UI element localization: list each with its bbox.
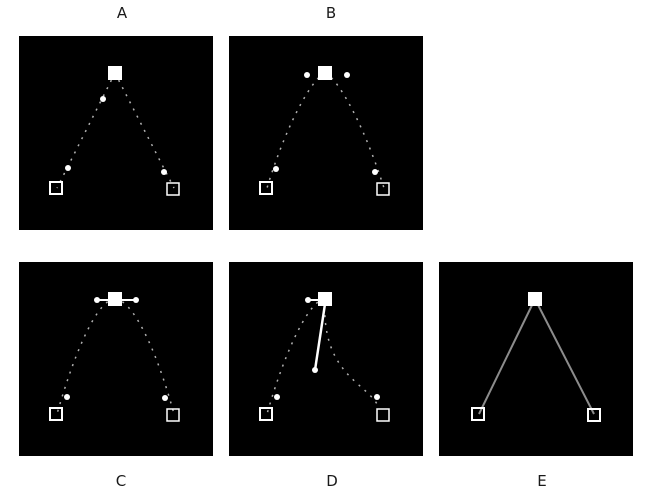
anchor-point-start[interactable]: [259, 181, 273, 195]
handle-dot[interactable]: [162, 395, 168, 401]
path-segment-right: [114, 72, 175, 189]
panel-d: [229, 262, 423, 456]
dragged-handle-dot[interactable]: [312, 367, 318, 373]
anchor-point-selected[interactable]: [108, 66, 122, 80]
handle-dot[interactable]: [65, 165, 71, 171]
panel-label-c: C: [115, 472, 127, 490]
path-segment-left: [56, 72, 116, 189]
anchor-point-selected[interactable]: [318, 66, 332, 80]
path-segment-right: [534, 298, 595, 415]
handle-dot-right[interactable]: [133, 297, 139, 303]
handle-dot[interactable]: [274, 394, 280, 400]
panel-label-a: A: [116, 4, 128, 22]
anchor-point-start[interactable]: [471, 407, 485, 421]
panel-label-e: E: [537, 472, 547, 490]
path-curve-right-bent: [324, 298, 378, 405]
panel-label-d: D: [326, 472, 338, 490]
anchor-point-start[interactable]: [49, 407, 63, 421]
anchor-point-start[interactable]: [259, 407, 273, 421]
handle-dot[interactable]: [161, 169, 167, 175]
handle-dot[interactable]: [64, 394, 70, 400]
handle-dot[interactable]: [372, 169, 378, 175]
anchor-point-end[interactable]: [587, 408, 601, 422]
anchor-point-selected[interactable]: [318, 292, 332, 306]
handle-dot-right[interactable]: [344, 72, 350, 78]
path-curve-left: [266, 72, 326, 189]
anchor-point-start[interactable]: [49, 181, 63, 195]
anchor-point-end[interactable]: [166, 408, 180, 422]
anchor-point-selected[interactable]: [108, 292, 122, 306]
panel-b: [229, 36, 423, 230]
handle-dot[interactable]: [100, 96, 106, 102]
path-curve-right: [324, 72, 385, 189]
anchor-point-end[interactable]: [166, 182, 180, 196]
path-diagram-b: [259, 66, 390, 196]
path-diagram-d: [259, 292, 390, 422]
handle-dot[interactable]: [374, 394, 380, 400]
path-diagram-c: [49, 292, 180, 422]
panel-label-b: B: [325, 4, 337, 22]
dragged-direction-handle: [313, 303, 327, 371]
path-diagram-e: [471, 292, 601, 422]
handle-dot-left[interactable]: [305, 297, 311, 303]
panel-a: [19, 36, 213, 230]
panel-c: [19, 262, 213, 456]
handle-dot-left[interactable]: [304, 72, 310, 78]
anchor-point-end[interactable]: [376, 182, 390, 196]
path-diagram-a: [49, 66, 180, 196]
path-segment-left: [478, 298, 536, 415]
panel-e: [439, 262, 633, 456]
anchor-point-end[interactable]: [376, 408, 390, 422]
handle-dot[interactable]: [273, 166, 279, 172]
anchor-point-top[interactable]: [528, 292, 542, 306]
handle-dot-left[interactable]: [94, 297, 100, 303]
